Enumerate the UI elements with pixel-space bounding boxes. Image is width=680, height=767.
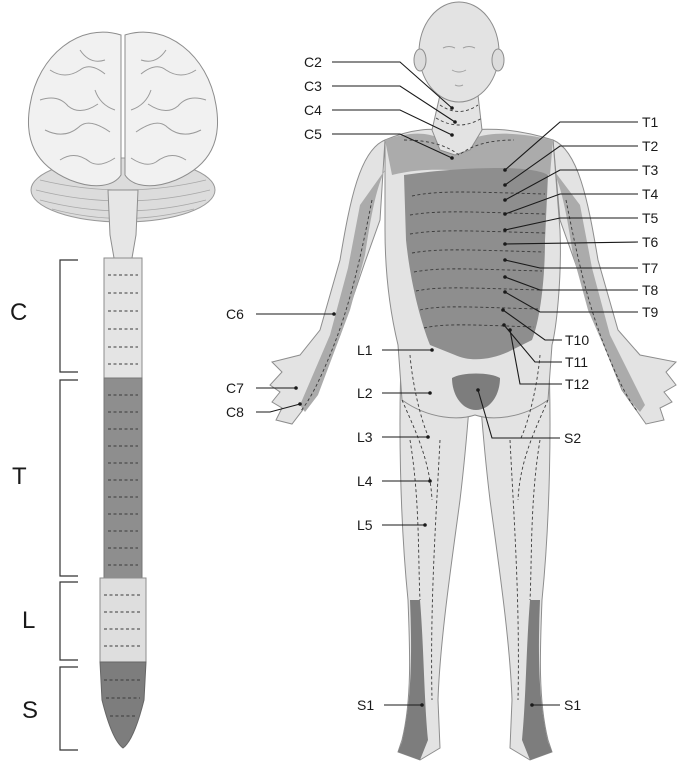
bracket-sacral — [60, 667, 78, 750]
label-t4: T4 — [642, 186, 659, 202]
label-l3: L3 — [357, 429, 373, 445]
region-letter-sacral: S — [22, 697, 38, 724]
label-c5: C5 — [304, 126, 322, 142]
label-t11: T11 — [565, 354, 588, 370]
thoracic-zone — [404, 168, 548, 359]
brain — [28, 32, 217, 258]
label-t6: T6 — [642, 234, 659, 250]
region-letter-thoracic: T — [12, 463, 27, 490]
label-c2: C2 — [304, 54, 322, 70]
label-t8: T8 — [642, 282, 659, 298]
bracket-thoracic — [60, 380, 78, 576]
label-t10: T10 — [565, 332, 589, 348]
label-l4: L4 — [357, 473, 373, 489]
label-t3: T3 — [642, 162, 659, 178]
body-figure — [270, 2, 676, 760]
lumbar-cord — [100, 578, 146, 662]
label-c6: C6 — [226, 306, 244, 322]
bracket-cervical — [60, 260, 78, 372]
right-arm — [270, 140, 385, 424]
spinal-cord — [100, 258, 146, 748]
label-t7: T7 — [642, 260, 659, 276]
label-t12: T12 — [565, 376, 589, 392]
label-t5: T5 — [642, 210, 659, 226]
label-s2: S2 — [564, 430, 581, 446]
left-ear — [492, 49, 504, 71]
sacral-cord — [100, 662, 146, 748]
region-letter-cervical: C — [10, 299, 27, 326]
head — [419, 2, 499, 102]
label-t9: T9 — [642, 304, 659, 320]
label-l5: L5 — [357, 517, 373, 533]
brain-stem — [108, 190, 138, 258]
bracket-lumbar — [60, 582, 78, 660]
region-brackets — [60, 260, 78, 750]
right-ear — [414, 49, 426, 71]
label-c7: C7 — [226, 380, 244, 396]
label-c8: C8 — [226, 404, 244, 420]
label-c4: C4 — [304, 102, 322, 118]
label-l2: L2 — [357, 385, 373, 401]
label-t1: T1 — [642, 114, 659, 130]
label-s1-right: S1 — [357, 697, 374, 713]
cervical-cord — [104, 258, 142, 378]
region-letter-lumbar: L — [22, 607, 35, 634]
label-s1-left: S1 — [564, 697, 581, 713]
label-c3: C3 — [304, 78, 322, 94]
label-t2: T2 — [642, 138, 659, 154]
label-l1: L1 — [357, 342, 373, 358]
